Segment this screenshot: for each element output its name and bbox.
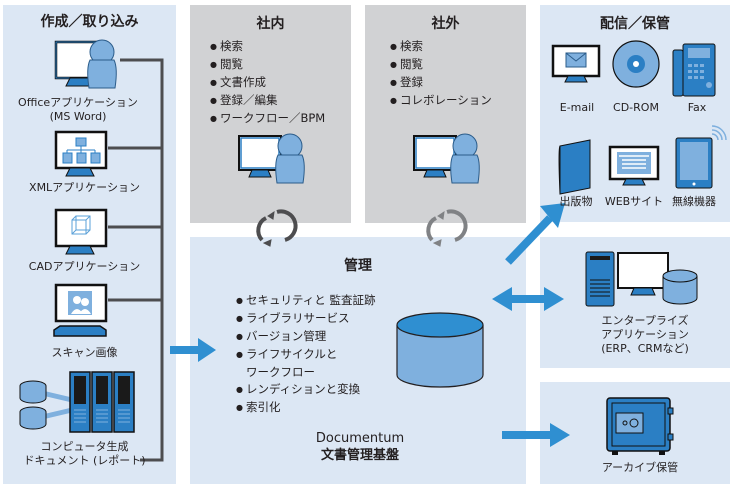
arrow-management-enterprise-bidirectional: [492, 287, 564, 311]
creation-title: 作成／取り込み: [40, 14, 139, 30]
enterprise-app-label: エンタープライズ アプリケーション (ERP、CRMなど): [601, 314, 689, 355]
cd-rom-label: CD-ROM: [613, 101, 659, 114]
list-item: バージョン管理: [236, 328, 375, 346]
external-title: 社外: [431, 16, 460, 32]
repository-database-icon: [396, 312, 484, 388]
scan-image-label: スキャン画像: [51, 346, 118, 359]
creation-connectors: [108, 58, 164, 462]
internal-bullet-list: 検索 閲覧 文書作成 登録／編集 ワークフロー／BPM: [210, 38, 325, 128]
archive-label: アーカイブ保管: [601, 461, 679, 474]
arrow-management-to-distribution: [505, 203, 565, 265]
list-item: 索引化: [236, 399, 375, 417]
list-item: ライブラリサービス: [236, 310, 375, 328]
server-rack-icon: [19, 371, 135, 433]
list-item: 閲覧: [210, 56, 325, 74]
sync-internal-icon: [256, 209, 298, 247]
list-item: 検索: [210, 38, 325, 56]
email-label: E-mail: [559, 101, 595, 114]
cad-monitor-icon: [54, 208, 108, 255]
internal-user-icon: [238, 133, 305, 184]
scanner-icon: [53, 283, 108, 337]
distribution-title: 配信／保管: [600, 16, 670, 32]
list-item: 閲覧: [390, 56, 492, 74]
management-title: 管理: [344, 258, 372, 274]
list-item: セキュリティと 監査証跡: [236, 292, 375, 310]
website-icon: [608, 145, 660, 186]
list-item: ワークフロー／BPM: [210, 110, 325, 128]
list-item: 検索: [390, 38, 492, 56]
external-user-icon: [413, 133, 480, 184]
fax-icon: [672, 43, 716, 97]
arrow-creation-to-management: [170, 338, 216, 362]
arrow-management-to-archive: [502, 423, 570, 447]
list-item: レンディションと変換: [236, 381, 375, 399]
external-bullet-list: 検索 閲覧 登録 コレボレーション: [390, 38, 492, 110]
list-item: 文書作成: [210, 74, 325, 92]
cd-rom-icon: [612, 40, 660, 88]
publication-icon: [558, 139, 591, 195]
list-item: コレボレーション: [390, 92, 492, 110]
list-item: 登録: [390, 74, 492, 92]
sync-external-icon: [426, 209, 468, 247]
platform-label: Documentum 文書管理基盤: [315, 431, 405, 463]
xml-monitor-icon: [54, 130, 108, 177]
internal-title: 社内: [256, 16, 285, 32]
wireless-device-icon: [675, 125, 727, 189]
wireless-device-label: 無線機器: [672, 195, 716, 208]
archive-safe-icon: [606, 397, 674, 455]
management-bullet-list: セキュリティと 監査証跡 ライブラリサービス バージョン管理 ライフサイクルとワ…: [236, 292, 375, 417]
cad-app-label: CADアプリケーション: [28, 260, 141, 273]
computer-generated-docs-label: コンピュータ生成 ドキュメント (レポート): [23, 440, 146, 467]
office-app-label: Officeアプリケーション (MS Word): [18, 96, 138, 123]
website-label: WEBサイト: [604, 195, 664, 208]
email-icon: [551, 44, 601, 83]
publication-label: 出版物: [559, 195, 593, 208]
office-user-icon: [54, 39, 117, 89]
list-item: 登録／編集: [210, 92, 325, 110]
fax-label: Fax: [687, 101, 707, 114]
xml-app-label: XMLアプリケーション: [29, 181, 140, 194]
enterprise-app-icon: [585, 251, 698, 307]
